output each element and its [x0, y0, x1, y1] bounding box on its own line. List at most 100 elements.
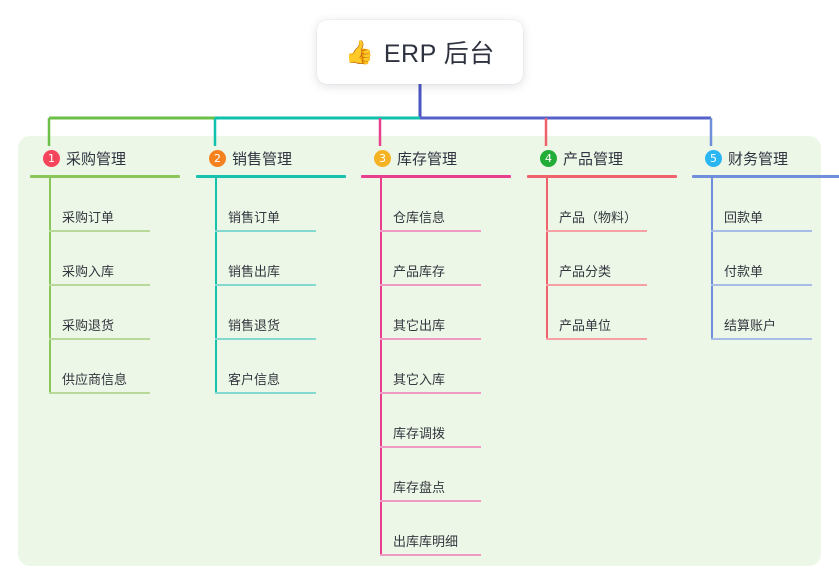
column-header[interactable]: 5 财务管理 — [692, 146, 839, 170]
leaf-item-label: 回款单 — [724, 210, 764, 225]
leaf-item-label: 产品（物料） — [559, 210, 638, 225]
leaf-item-label: 客户信息 — [228, 372, 281, 387]
column-title: 采购管理 — [66, 150, 127, 168]
leaf-item[interactable]: 采购订单 — [49, 178, 180, 232]
leaf-item[interactable]: 其它入库 — [380, 340, 511, 394]
leaf-item-label: 供应商信息 — [62, 372, 128, 387]
leaf-item-label: 产品分类 — [559, 264, 612, 279]
leaf-list: 采购订单采购入库采购退货供应商信息 — [30, 178, 180, 394]
column-title: 财务管理 — [728, 150, 789, 168]
leaf-item[interactable]: 销售订单 — [215, 178, 346, 232]
column-spine — [546, 178, 548, 340]
column-spine — [215, 178, 217, 394]
leaf-item-label: 结算账户 — [724, 318, 777, 333]
leaf-item[interactable]: 销售出库 — [215, 232, 346, 286]
column-header-rule — [30, 175, 180, 178]
leaf-item-rule — [546, 338, 647, 340]
leaf-item-label: 采购退货 — [62, 318, 115, 333]
column-3: 3 库存管理仓库信息产品库存其它出库其它入库库存调拨库存盘点出库库明细 — [361, 146, 511, 556]
column-2: 2 销售管理销售订单销售出库销售退货客户信息 — [196, 146, 346, 394]
leaf-item-label: 产品单位 — [559, 318, 612, 333]
column-spine — [380, 178, 382, 556]
leaf-item[interactable]: 客户信息 — [215, 340, 346, 394]
leaf-item[interactable]: 供应商信息 — [49, 340, 180, 394]
leaf-item-label: 出库库明细 — [393, 534, 459, 549]
column-number-badge: 5 — [705, 149, 722, 167]
leaf-item[interactable]: 回款单 — [711, 178, 839, 232]
column-header[interactable]: 2 销售管理 — [196, 146, 346, 170]
leaf-item[interactable]: 销售退货 — [215, 286, 346, 340]
column-title: 库存管理 — [397, 150, 458, 168]
column-number-badge: 1 — [43, 149, 60, 167]
leaf-item[interactable]: 结算账户 — [711, 286, 839, 340]
leaf-item-label: 销售出库 — [228, 264, 281, 279]
column-header-rule — [692, 175, 839, 178]
column-header-rule — [196, 175, 346, 178]
leaf-item-rule — [380, 230, 481, 232]
root-node-card[interactable]: 👍 ERP 后台 — [317, 20, 523, 84]
column-5: 5 财务管理回款单付款单结算账户 — [692, 146, 839, 340]
leaf-item[interactable]: 出库库明细 — [380, 502, 511, 556]
leaf-item-rule — [215, 338, 316, 340]
leaf-item[interactable]: 产品库存 — [380, 232, 511, 286]
leaf-item-rule — [49, 230, 150, 232]
leaf-item-rule — [380, 446, 481, 448]
leaf-item[interactable]: 库存调拨 — [380, 394, 511, 448]
leaf-item-label: 库存调拨 — [393, 426, 446, 441]
leaf-item-rule — [49, 392, 150, 394]
leaf-item-rule — [215, 230, 316, 232]
leaf-item-rule — [215, 392, 316, 394]
leaf-item-rule — [49, 338, 150, 340]
column-spine — [49, 178, 51, 394]
leaf-item-label: 付款单 — [724, 264, 764, 279]
column-header-rule — [527, 175, 677, 178]
leaf-item-label: 销售订单 — [228, 210, 281, 225]
leaf-item-label: 其它入库 — [393, 372, 446, 387]
leaf-item-rule — [546, 230, 647, 232]
column-header[interactable]: 1 采购管理 — [30, 146, 180, 170]
column-spine — [711, 178, 713, 340]
leaf-item[interactable]: 其它出库 — [380, 286, 511, 340]
leaf-item-label: 其它出库 — [393, 318, 446, 333]
column-1: 1 采购管理采购订单采购入库采购退货供应商信息 — [30, 146, 180, 394]
leaf-item[interactable]: 采购入库 — [49, 232, 180, 286]
leaf-item-rule — [380, 554, 481, 556]
leaf-item-rule — [711, 284, 812, 286]
content-panel — [18, 136, 821, 566]
leaf-item[interactable]: 仓库信息 — [380, 178, 511, 232]
column-title: 销售管理 — [232, 150, 293, 168]
leaf-item[interactable]: 产品（物料） — [546, 178, 677, 232]
leaf-item[interactable]: 采购退货 — [49, 286, 180, 340]
leaf-item[interactable]: 产品单位 — [546, 286, 677, 340]
leaf-item-rule — [380, 284, 481, 286]
leaf-item-label: 库存盘点 — [393, 480, 446, 495]
leaf-item-rule — [711, 230, 812, 232]
leaf-item-rule — [380, 500, 481, 502]
leaf-list: 回款单付款单结算账户 — [692, 178, 839, 340]
leaf-item[interactable]: 产品分类 — [546, 232, 677, 286]
leaf-item-rule — [215, 284, 316, 286]
leaf-item-rule — [546, 284, 647, 286]
thumbs-up-icon: 👍 — [345, 38, 374, 65]
column-title: 产品管理 — [563, 150, 624, 168]
leaf-item[interactable]: 库存盘点 — [380, 448, 511, 502]
leaf-item-rule — [380, 338, 481, 340]
leaf-list: 仓库信息产品库存其它出库其它入库库存调拨库存盘点出库库明细 — [361, 178, 511, 556]
leaf-item-label: 采购订单 — [62, 210, 115, 225]
column-header-rule — [361, 175, 511, 178]
leaf-item-label: 仓库信息 — [393, 210, 446, 225]
leaf-item-label: 销售退货 — [228, 318, 281, 333]
page-title: ERP 后台 — [383, 40, 495, 68]
leaf-item[interactable]: 付款单 — [711, 232, 839, 286]
leaf-item-rule — [380, 392, 481, 394]
column-number-badge: 3 — [374, 149, 391, 167]
leaf-item-rule — [711, 338, 812, 340]
leaf-item-label: 产品库存 — [393, 264, 446, 279]
column-header[interactable]: 3 库存管理 — [361, 146, 511, 170]
leaf-list: 销售订单销售出库销售退货客户信息 — [196, 178, 346, 394]
column-number-badge: 2 — [209, 149, 226, 167]
leaf-item-label: 采购入库 — [62, 264, 115, 279]
